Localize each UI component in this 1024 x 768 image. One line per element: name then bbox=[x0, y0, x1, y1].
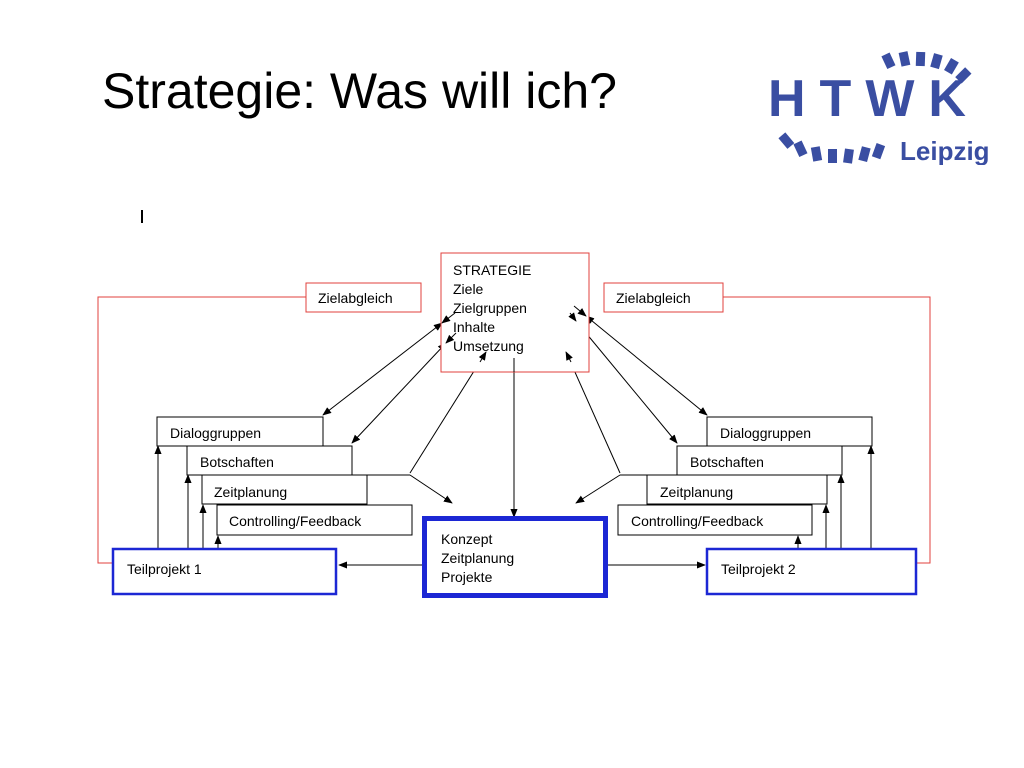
strategy-heading: STRATEGIE bbox=[453, 262, 531, 278]
left-stack-label: Zeitplanung bbox=[214, 484, 287, 500]
konzept-box: Konzept Zeitplanung Projekte bbox=[422, 516, 608, 598]
htwk-leipzig-logo: HTWK Leipzig bbox=[768, 51, 990, 165]
konzept-line: Zeitplanung bbox=[441, 550, 514, 566]
logo-letters: HTWK bbox=[768, 70, 980, 128]
strategy-line: Zielgruppen bbox=[453, 300, 527, 316]
logo-arc-marks bbox=[778, 51, 972, 164]
right-stack-label: Botschaften bbox=[690, 454, 764, 470]
strategy-arrow-stubs bbox=[441, 305, 587, 372]
logo-city: Leipzig bbox=[900, 136, 990, 165]
right-stack: Dialoggruppen Botschaften Zeitplanung Co… bbox=[617, 416, 873, 536]
konzept-line: Konzept bbox=[441, 531, 492, 547]
zielabgleich-left-label: Zielabgleich bbox=[318, 290, 393, 306]
left-stack: Dialoggruppen Botschaften Zeitplanung Co… bbox=[156, 416, 413, 536]
teilprojekt-1-box: Teilprojekt 1 bbox=[111, 547, 338, 596]
right-stack-label: Zeitplanung bbox=[660, 484, 733, 500]
konzept-line: Projekte bbox=[441, 569, 493, 585]
zielabgleich-loop bbox=[97, 296, 931, 564]
stray-mark bbox=[141, 210, 143, 223]
teilprojekt-2-label: Teilprojekt 2 bbox=[721, 561, 796, 577]
zielabgleich-right-label: Zielabgleich bbox=[616, 290, 691, 306]
slide-title: Strategie: Was will ich? bbox=[102, 63, 617, 119]
right-stack-botschaften: Botschaften bbox=[676, 445, 843, 476]
right-stack-label: Dialoggruppen bbox=[720, 425, 811, 441]
zielabgleich-right-box: Zielabgleich bbox=[603, 282, 724, 313]
left-stack-controlling: Controlling/Feedback bbox=[216, 504, 413, 536]
right-stack-label: Controlling/Feedback bbox=[631, 513, 764, 529]
zielabgleich-left-box: Zielabgleich bbox=[305, 282, 422, 313]
teilprojekt-2-box: Teilprojekt 2 bbox=[705, 547, 918, 596]
strategy-line: Ziele bbox=[453, 281, 484, 297]
left-stack-dialoggruppen: Dialoggruppen bbox=[156, 416, 324, 447]
right-stack-zeitplanung: Zeitplanung bbox=[620, 474, 828, 505]
left-stack-zeitplanung: Zeitplanung bbox=[201, 474, 410, 505]
left-stack-botschaften: Botschaften bbox=[186, 445, 353, 476]
teilprojekt-1-label: Teilprojekt 1 bbox=[127, 561, 202, 577]
left-stack-label: Dialoggruppen bbox=[170, 425, 261, 441]
right-stack-dialoggruppen: Dialoggruppen bbox=[706, 416, 873, 447]
strategy-box: STRATEGIE Ziele Zielgruppen Inhalte Umse… bbox=[440, 252, 590, 373]
left-stack-label: Controlling/Feedback bbox=[229, 513, 362, 529]
strategy-line: Umsetzung bbox=[453, 338, 524, 354]
strategy-line: Inhalte bbox=[453, 319, 495, 335]
left-stack-label: Botschaften bbox=[200, 454, 274, 470]
right-stack-controlling: Controlling/Feedback bbox=[617, 504, 813, 536]
